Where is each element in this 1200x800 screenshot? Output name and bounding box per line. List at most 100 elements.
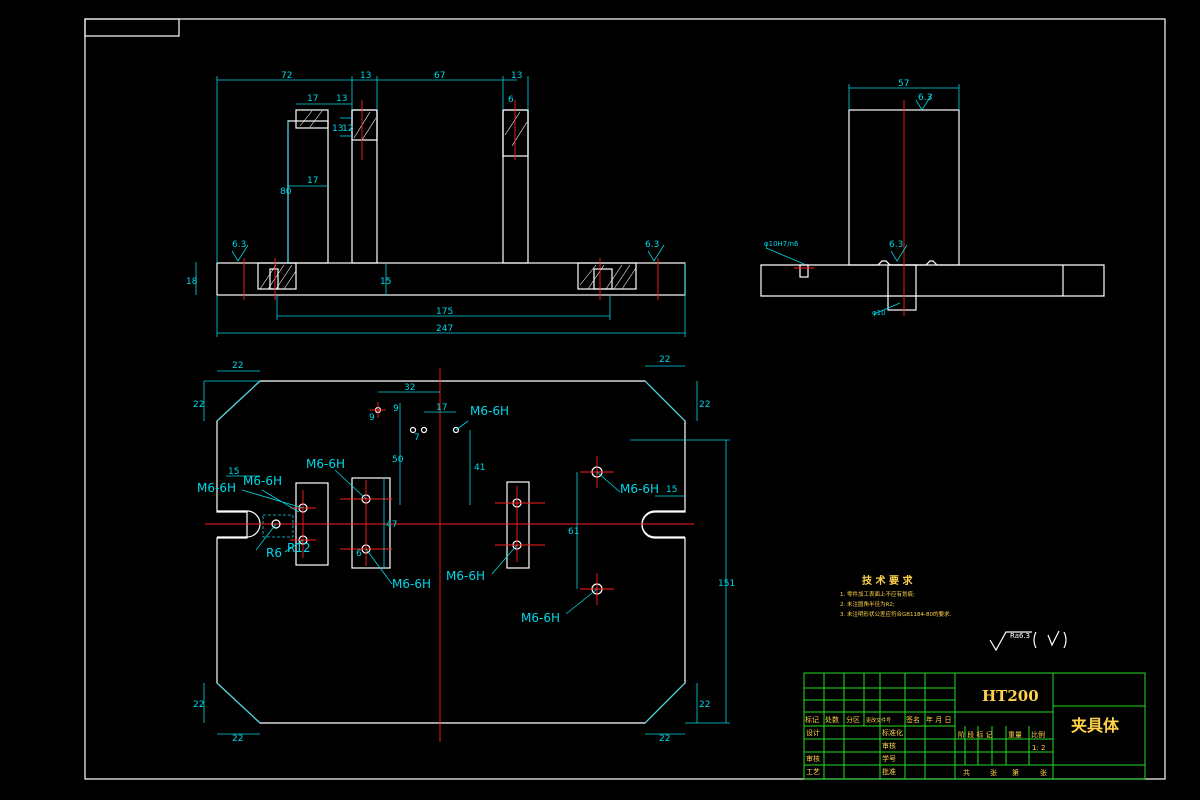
- thread-callout: M6-6H: [521, 611, 560, 625]
- tb-cell: 批准: [882, 767, 896, 776]
- tech-item: 2. 未注圆角半径为R2;: [840, 600, 895, 608]
- general-roughness: Ra6.3: [989, 630, 1067, 652]
- tb-cell: 审核: [806, 754, 820, 763]
- front-hatch-right: [577, 262, 637, 290]
- thread-callout: M6-6H: [392, 577, 431, 591]
- thread-callout: M6-6H: [197, 481, 236, 495]
- dim-22: 22: [699, 700, 710, 710]
- thread-callout: M6-6H: [620, 482, 659, 496]
- tb-cell: 设计: [806, 728, 820, 737]
- dim-15: 15: [666, 485, 677, 495]
- dim-175: 175: [436, 307, 453, 317]
- dim-22: 22: [659, 355, 670, 365]
- front-hatch-left: [257, 262, 297, 290]
- title-block: HT200 夹具体 标记 处数 分区 更改文件号 签名 年 月 日 设计 标准化…: [803, 672, 1146, 780]
- tb-cell: 重量: [1008, 731, 1022, 739]
- front-view: 72 13 67 13 17 13 12 13 80 17 6 6.3 18 1…: [186, 71, 686, 337]
- tech-item: 3. 未注明形状公差应符合GB1184-80的要求.: [840, 610, 952, 618]
- radius-callout: R12: [287, 541, 311, 555]
- dim-32: 32: [404, 383, 415, 393]
- tb-header: 签名: [906, 715, 920, 724]
- thread-callout: M6-6H: [470, 404, 509, 418]
- tech-heading: 技 术 要 求: [862, 574, 913, 587]
- dim-7: 7: [414, 433, 420, 443]
- fit-callout: φ10H7/n6: [764, 240, 799, 248]
- roughness-note: Ra6.3: [1010, 632, 1030, 640]
- roughness-symbol: [647, 244, 665, 262]
- upright-caps: [295, 109, 529, 157]
- dim-6: 6: [356, 549, 362, 559]
- side-locating-pin: [887, 264, 917, 311]
- tb-footer: 共: [963, 768, 970, 777]
- drawing-frame: [84, 18, 1166, 780]
- dia-callout: φ10: [872, 309, 886, 317]
- dim-12: 12: [342, 124, 353, 134]
- dim-17b: 17: [307, 176, 318, 186]
- tb-footer: 张: [1040, 768, 1047, 777]
- tb-footer: 第: [1012, 768, 1019, 777]
- dim-50: 50: [392, 455, 404, 465]
- dim-61: 61: [568, 527, 579, 537]
- tb-cell: 工艺: [806, 768, 820, 776]
- dim-22: 22: [193, 400, 204, 410]
- thread-callout: M6-6H: [243, 474, 282, 488]
- roughness-symbol: [231, 244, 249, 262]
- roughness-value: 6.3: [645, 240, 659, 250]
- upright-right: [502, 109, 529, 264]
- dim-17: 17: [436, 403, 447, 413]
- tb-header: 分区: [846, 715, 860, 724]
- dim-72: 72: [281, 71, 292, 81]
- thread-holes: [271, 406, 603, 595]
- dim-57: 57: [898, 79, 909, 89]
- tech-requirements: 技 术 要 求 1. 零件加工表面上不应有划痕; 2. 未注圆角半径为R2; 3…: [840, 574, 952, 618]
- dim-15: 15: [380, 277, 391, 287]
- tb-footer: 张: [990, 768, 997, 777]
- tb-header: 处数: [825, 715, 839, 724]
- scale-value: 1: 2: [1032, 744, 1046, 752]
- dim-67: 67: [434, 71, 445, 81]
- dim-13: 13: [360, 71, 371, 81]
- dim-9: 9: [393, 404, 399, 414]
- tb-cell: 阶 段 标 记: [958, 730, 993, 739]
- dim-80: 80: [280, 187, 292, 197]
- side-base: [760, 260, 1105, 297]
- tb-cell: 学号: [882, 754, 896, 763]
- dim-151: 151: [718, 579, 735, 589]
- plate-block-3: [506, 481, 530, 569]
- part-name: 夹具体: [1071, 716, 1120, 735]
- dim-22: 22: [232, 361, 243, 371]
- tb-cell: 审核: [882, 741, 896, 750]
- tech-item: 1. 零件加工表面上不应有划痕;: [840, 590, 915, 598]
- thread-callout: M6-6H: [446, 569, 485, 583]
- dim-13d: 13: [332, 124, 343, 134]
- dim-13b: 13: [511, 71, 522, 81]
- dim-22: 22: [232, 734, 243, 744]
- plate-block-2: [351, 477, 391, 569]
- tb-header: 标记: [805, 715, 819, 724]
- roughness-value: 6.3: [889, 240, 903, 250]
- plan-outline: [216, 380, 686, 724]
- roughness-value: 6.3: [918, 93, 932, 103]
- tb-cell: 比例: [1031, 730, 1045, 739]
- dim-22: 22: [699, 400, 710, 410]
- dim-17: 17: [307, 94, 318, 104]
- corner-tag: [84, 18, 180, 37]
- dim-15: 15: [228, 467, 239, 477]
- dim-247: 247: [436, 324, 453, 334]
- tb-header: 更改文件号: [866, 717, 891, 724]
- radius-callout: R6: [266, 546, 282, 560]
- dim-47: 47: [386, 520, 397, 530]
- dim-9: 9: [369, 413, 375, 423]
- front-dimension-lines: [195, 76, 686, 337]
- side-view: 57 6.3 6.3 φ10H7/n6 φ10: [760, 79, 1105, 317]
- dim-18: 18: [186, 277, 198, 287]
- upright-left-outer: [287, 120, 329, 264]
- tb-cell: 标准化: [882, 728, 903, 737]
- dim-6: 6: [508, 95, 514, 105]
- plan-leaders: [241, 420, 621, 615]
- base-plate-section: [216, 262, 686, 296]
- upright-left: [351, 109, 378, 264]
- dim-13c: 13: [336, 94, 347, 104]
